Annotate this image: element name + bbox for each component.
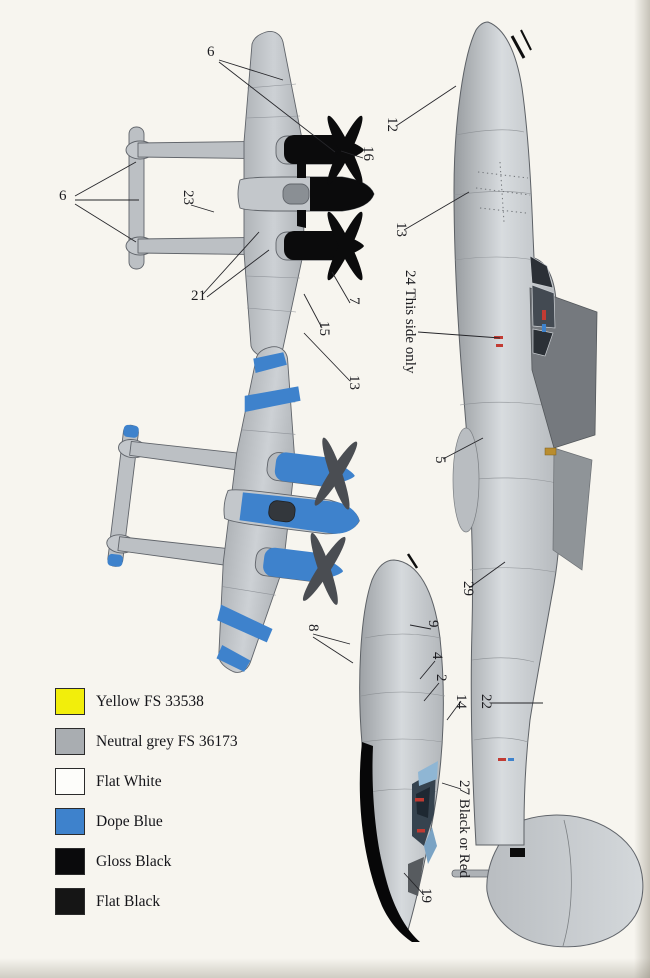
propeller-blade bbox=[359, 742, 420, 942]
callout-6-tail: 6 bbox=[59, 188, 67, 204]
legend-label-flat-white: Flat White bbox=[96, 772, 162, 790]
pod-nose-black bbox=[310, 177, 374, 211]
radiator-bulge bbox=[452, 427, 480, 533]
callout-21: 21 bbox=[191, 288, 206, 304]
prop-blade bbox=[327, 115, 363, 185]
callout-4: 4 bbox=[428, 652, 445, 660]
legend-swatch-yellow bbox=[55, 688, 85, 715]
turbo-detail bbox=[544, 447, 557, 456]
callout-7: 7 bbox=[345, 297, 362, 305]
rivet-lines bbox=[475, 161, 531, 223]
plan-view-blue-scheme bbox=[106, 346, 360, 673]
callout-23: 23 bbox=[179, 190, 196, 205]
fin-black-marking bbox=[510, 848, 525, 857]
wing-fillet bbox=[552, 447, 593, 571]
callout-27-note: 27 Black or Red bbox=[455, 780, 472, 878]
canopy bbox=[282, 183, 310, 205]
blue-trim bbox=[107, 352, 360, 672]
callout-13-side: 13 bbox=[392, 222, 409, 237]
prop-blades-grey bbox=[302, 437, 358, 605]
callout-12: 12 bbox=[383, 117, 400, 132]
legend-swatch-dope-blue bbox=[55, 808, 85, 835]
callout-9: 9 bbox=[424, 620, 441, 628]
callout-29: 29 bbox=[459, 581, 476, 596]
antenna-masts bbox=[510, 29, 532, 59]
legend-item-flat-white: Flat White bbox=[55, 768, 238, 795]
legend-item-yellow: Yellow FS 33538 bbox=[55, 688, 238, 715]
prop-blade bbox=[327, 211, 363, 281]
nose-antenna bbox=[406, 553, 419, 569]
legend-label-gloss-black: Gloss Black bbox=[96, 852, 172, 870]
canopy bbox=[268, 500, 296, 523]
canopy-glazing bbox=[529, 255, 556, 357]
legend-label-dope-blue: Dope Blue bbox=[96, 812, 163, 830]
wing-edge-on bbox=[529, 287, 598, 449]
color-legend: Yellow FS 33538 Neutral grey FS 36173 Fl… bbox=[55, 688, 238, 928]
callout-13-plan: 13 bbox=[345, 375, 362, 390]
legend-label-flat-black: Flat Black bbox=[96, 892, 161, 910]
wing-root-black-lower bbox=[297, 210, 306, 228]
legend-item-dope-blue: Dope Blue bbox=[55, 808, 238, 835]
legend-item-neutral-grey: Neutral grey FS 36173 bbox=[55, 728, 238, 755]
callout-14: 14 bbox=[452, 694, 469, 709]
legend-swatch-gloss-black bbox=[55, 848, 85, 875]
tail-fin bbox=[486, 814, 644, 948]
legend-item-flat-black: Flat Black bbox=[55, 888, 238, 915]
callout-5: 5 bbox=[431, 456, 448, 464]
page-right-edge bbox=[634, 0, 650, 978]
rudder-line bbox=[562, 819, 572, 947]
wing-root-black-upper bbox=[297, 160, 306, 178]
legend-item-gloss-black: Gloss Black bbox=[55, 848, 238, 875]
nose-closeup bbox=[359, 553, 446, 942]
callout-22: 22 bbox=[477, 694, 494, 709]
callout-16: 16 bbox=[359, 146, 376, 161]
legend-swatch-neutral-grey bbox=[55, 728, 85, 755]
callout-8: 8 bbox=[304, 624, 321, 632]
legend-swatch-flat-black bbox=[55, 888, 85, 915]
callout-19: 19 bbox=[417, 888, 434, 903]
plan-view-black-scheme bbox=[125, 31, 375, 360]
callout-15: 15 bbox=[315, 321, 332, 336]
legend-swatch-flat-white bbox=[55, 768, 85, 795]
page-bottom-edge bbox=[0, 958, 650, 978]
legend-label-neutral-grey: Neutral grey FS 36173 bbox=[96, 732, 238, 750]
callout-24-note: 24 This side only bbox=[401, 270, 418, 374]
nacelle-lower-black bbox=[284, 231, 344, 260]
callout-2: 2 bbox=[432, 674, 449, 682]
callout-6-wing: 6 bbox=[207, 44, 215, 60]
legend-label-yellow: Yellow FS 33538 bbox=[96, 692, 204, 710]
